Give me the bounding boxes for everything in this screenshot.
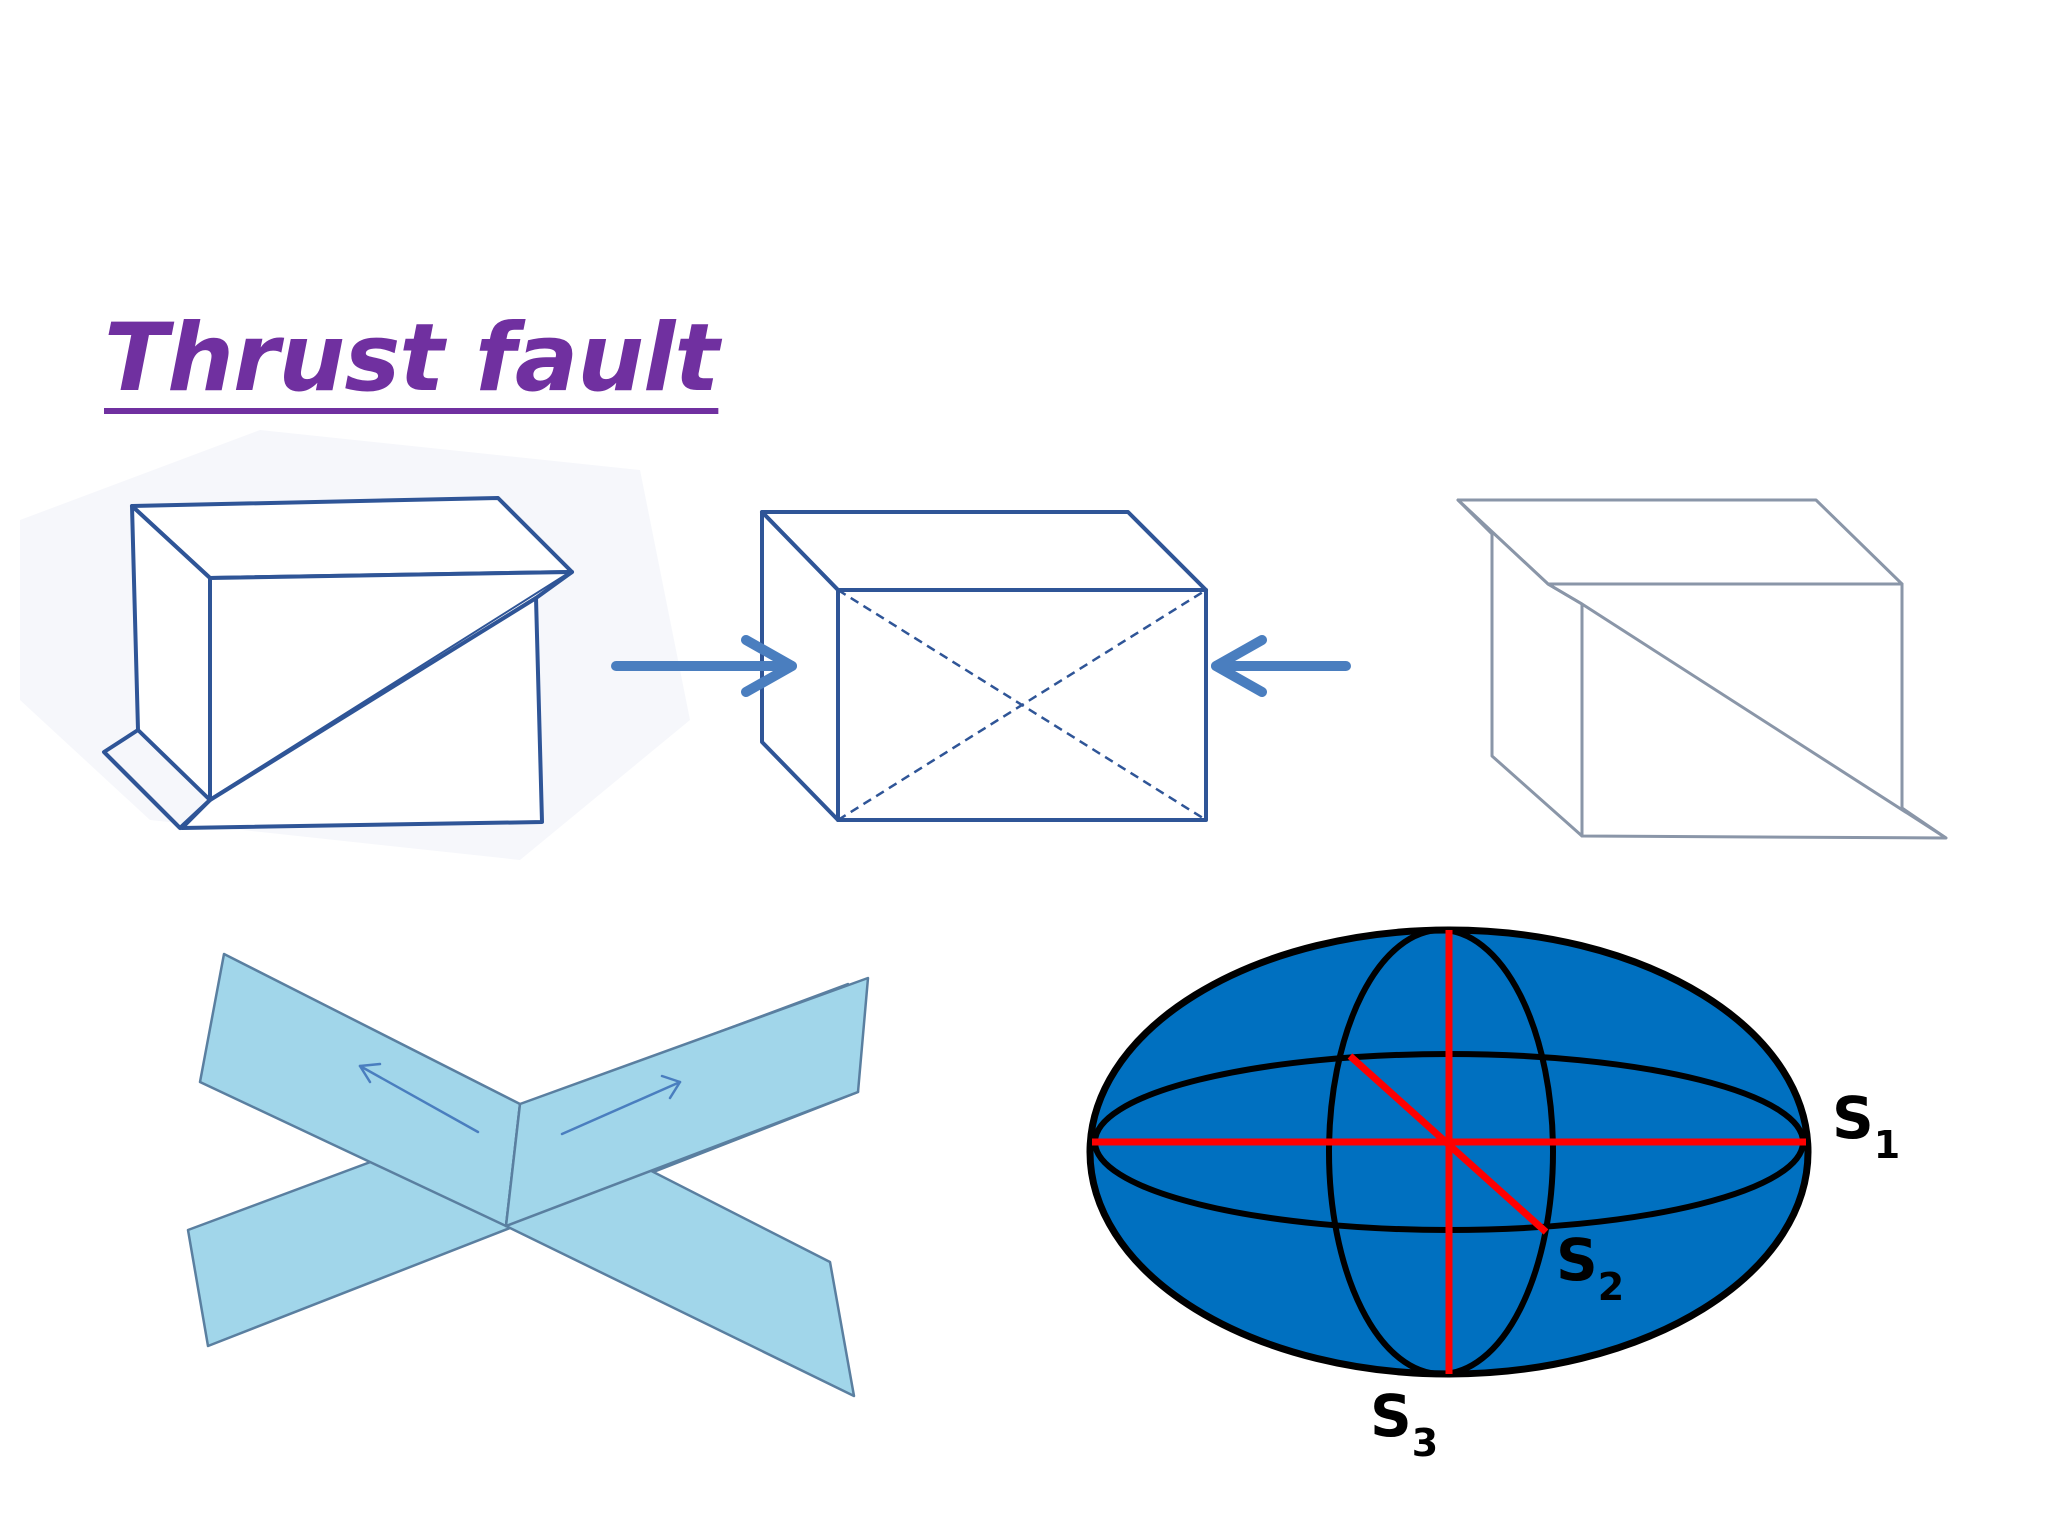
compression-arrow-right	[1211, 635, 1351, 697]
faulted-block-right	[1456, 498, 1948, 840]
s2-axis-line	[1347, 1053, 1549, 1235]
conjugate-fault-planes	[186, 952, 870, 1398]
faulted-block-left	[102, 496, 574, 830]
slip-arrows	[358, 1062, 682, 1136]
compressed-block-center	[760, 510, 1208, 822]
stress-ellipsoid	[1086, 926, 1812, 1378]
slip-arrow-right	[560, 1080, 682, 1136]
ellipsoid-meridian	[1326, 927, 1556, 1377]
s3-label: S3	[1370, 1382, 1438, 1465]
s2-label: S2	[1556, 1226, 1624, 1309]
compression-arrow-left	[611, 635, 797, 697]
slide-title: Thrust fault	[104, 304, 719, 413]
s1-label: S1	[1832, 1084, 1900, 1167]
slip-arrow-left	[358, 1064, 480, 1134]
